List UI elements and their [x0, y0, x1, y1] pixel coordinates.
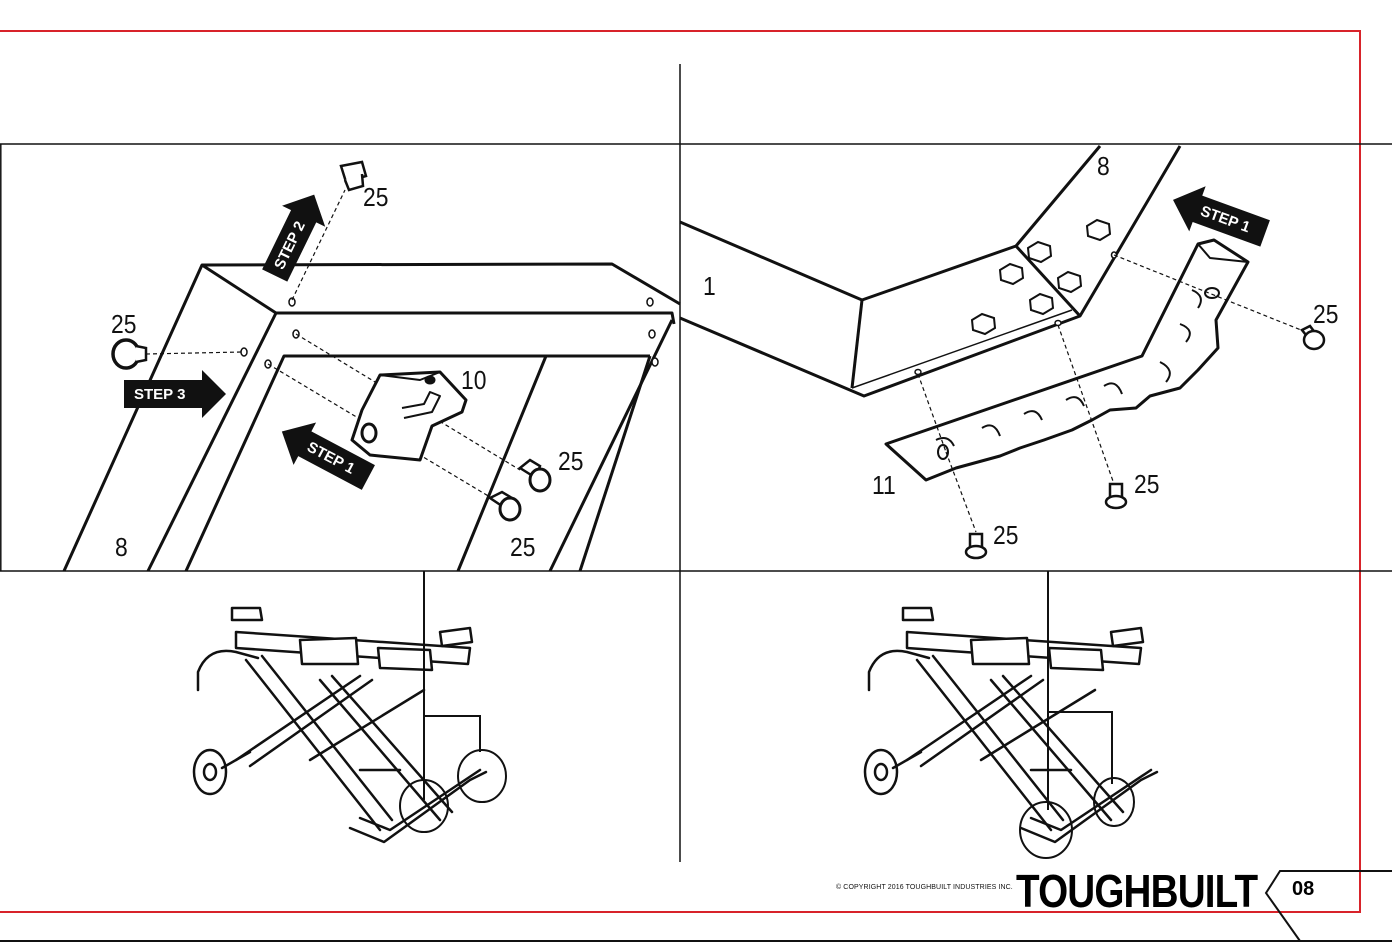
bolt-25-right: [1302, 326, 1324, 349]
bolt-25-mid: [520, 460, 550, 491]
stand-overview-left: [194, 608, 486, 842]
callout-25-top: 25: [363, 184, 388, 210]
callout-25-left: 25: [111, 311, 136, 337]
bolt-25-left: [113, 340, 146, 368]
callout-8-left: 8: [115, 534, 128, 560]
callout-10: 10: [461, 367, 486, 393]
callout-25-right-mid: 25: [1134, 471, 1159, 497]
bolt-25-right-mid: [1106, 484, 1126, 508]
bolt-25-right-bottom: [966, 534, 986, 558]
panel-grid: [0, 64, 1392, 862]
page-tab: [1266, 871, 1392, 941]
callout-25-mid: 25: [558, 448, 583, 474]
step-3-label: STEP 3: [134, 386, 185, 403]
callout-25-right: 25: [1313, 301, 1338, 327]
callout-25-right-bottom: 25: [993, 522, 1018, 548]
step-3-arrow: STEP 3: [124, 370, 226, 418]
callout-25-bottom: 25: [510, 534, 535, 560]
page-number: 08: [1292, 878, 1314, 901]
brand-logo: TOUGHBUILT: [1016, 868, 1257, 914]
copyright-notice: © COPYRIGHT 2016 TOUGHBUILT INDUSTRIES I…: [836, 884, 1013, 891]
stand-overview-right: [865, 608, 1157, 842]
callout-11: 11: [872, 472, 896, 498]
foot-block-10: [352, 372, 466, 460]
bolt-25-bottom: [490, 492, 520, 520]
right-bolt-heads: [972, 220, 1110, 334]
right-frame-drawing: [680, 146, 1180, 396]
callout-1: 1: [703, 273, 716, 299]
callout-8-right: 8: [1097, 153, 1110, 179]
